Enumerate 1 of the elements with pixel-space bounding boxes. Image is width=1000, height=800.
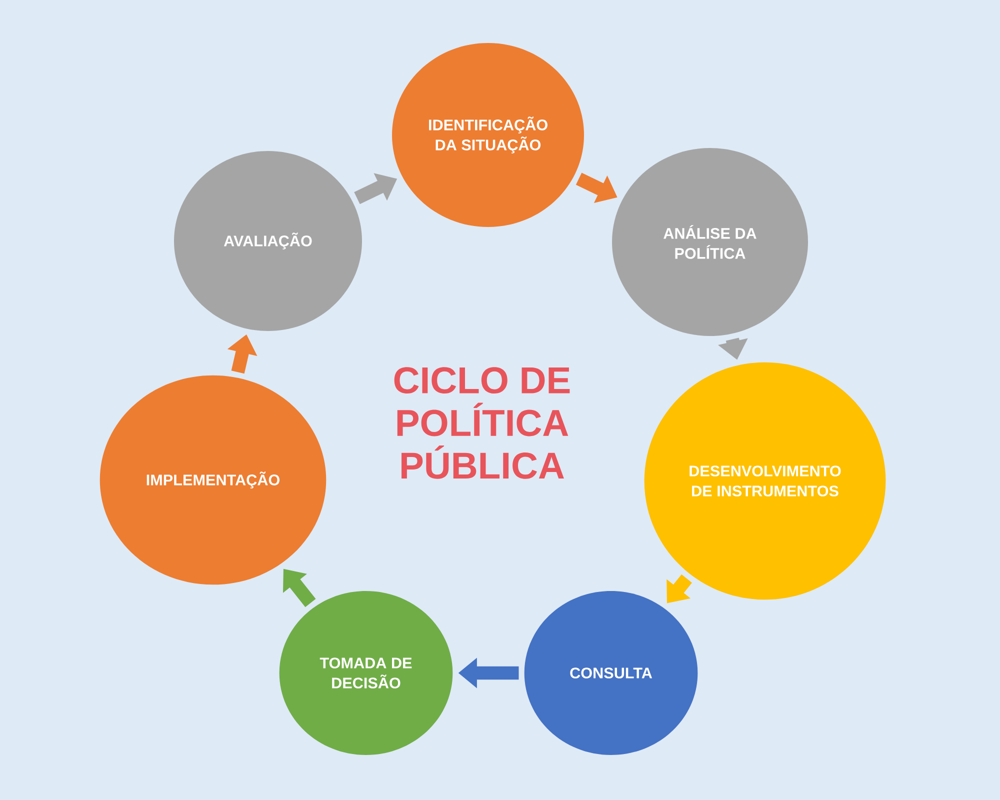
title: CICLO DE POLÍTICA PÚBLICA bbox=[394, 367, 570, 479]
